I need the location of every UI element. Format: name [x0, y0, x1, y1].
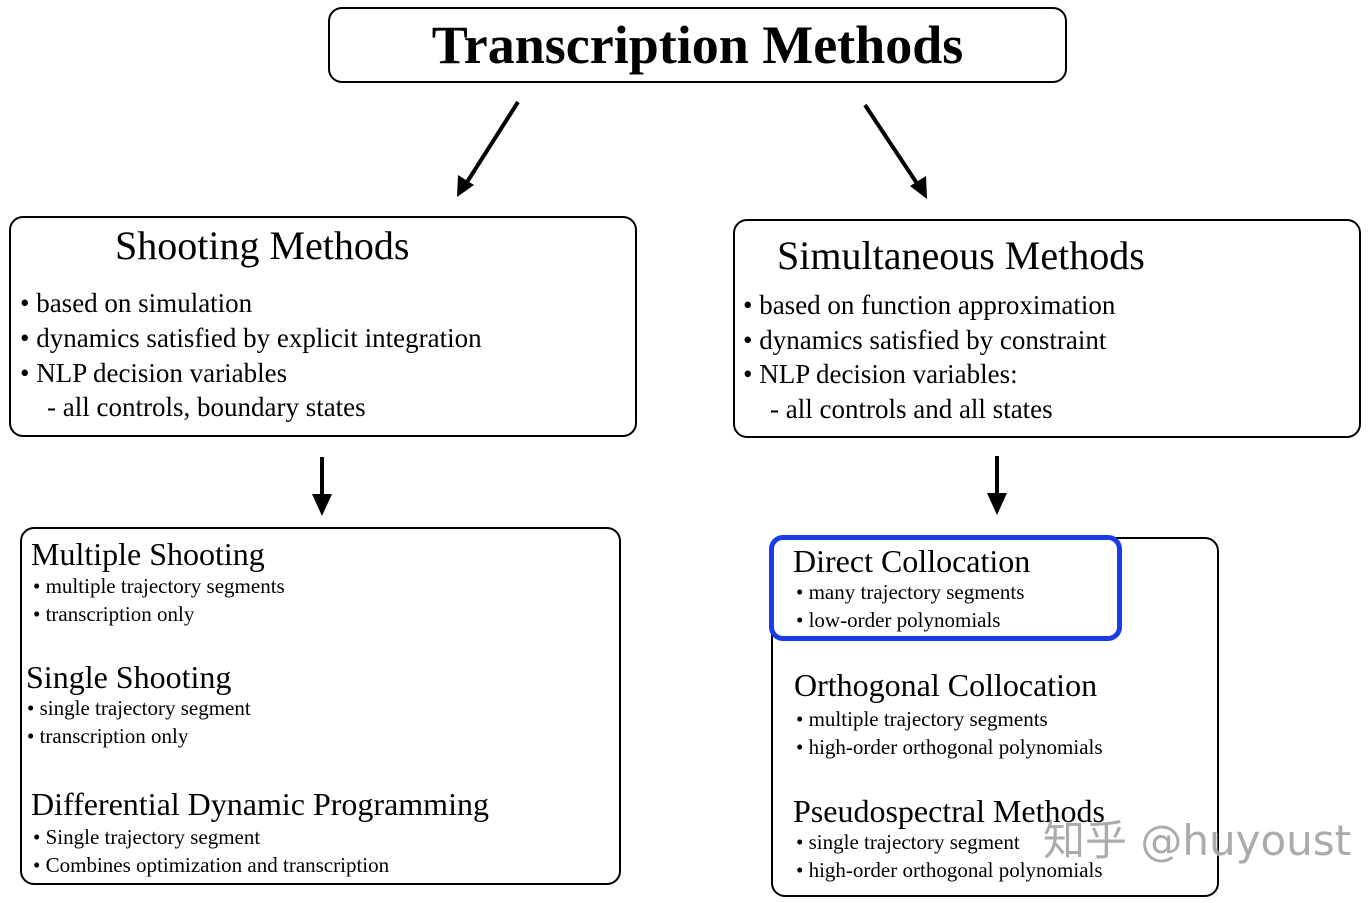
simultaneous-subbullet: - all controls and all states — [770, 394, 1053, 424]
bullet: • low-order polynomials — [796, 608, 1001, 632]
bullet: • high-order orthogonal polynomials — [796, 735, 1103, 759]
shooting-bullet: • dynamics satisfied by explicit integra… — [20, 323, 482, 353]
bullet: • single trajectory segment — [796, 830, 1020, 854]
multiple-shooting-title: Multiple Shooting — [31, 536, 265, 572]
shooting-bullet: • based on simulation — [20, 288, 253, 318]
shooting-bullet: • NLP decision variables — [20, 358, 288, 388]
bullet: • single trajectory segment — [27, 696, 251, 720]
arrowhead — [987, 493, 1007, 515]
shooting-subbullet: - all controls, boundary states — [47, 392, 366, 422]
orthogonal-collocation-title: Orthogonal Collocation — [794, 667, 1098, 703]
simultaneous-types-box — [771, 537, 1219, 897]
simultaneous-bullet: • NLP decision variables: — [743, 359, 1018, 389]
arrowhead — [910, 176, 927, 199]
pseudospectral-title: Pseudospectral Methods — [793, 793, 1105, 829]
simultaneous-title: Simultaneous Methods — [777, 233, 1145, 278]
shooting-title: Shooting Methods — [115, 223, 410, 268]
shooting-types-box — [20, 527, 621, 885]
simultaneous-bullet: • dynamics satisfied by constraint — [743, 325, 1107, 355]
bullet: • high-order orthogonal polynomials — [796, 858, 1103, 882]
arrowhead — [457, 175, 474, 197]
direct-collocation-title: Direct Collocation — [793, 543, 1031, 579]
watermark: 知乎 @huyoust — [1043, 816, 1352, 865]
bullet: • many trajectory segments — [796, 580, 1025, 604]
simultaneous-bullet: • based on function approximation — [743, 290, 1116, 320]
bullet: • multiple trajectory segments — [33, 574, 285, 598]
bullet: • multiple trajectory segments — [796, 707, 1048, 731]
bullet: • Single trajectory segment — [33, 825, 261, 849]
direct-collocation-highlight — [769, 535, 1122, 641]
bullet: • transcription only — [33, 602, 195, 626]
single-shooting-title: Single Shooting — [26, 659, 232, 695]
simultaneous-methods-box — [733, 219, 1361, 438]
bullet: • Combines optimization and transcriptio… — [33, 853, 390, 877]
title-box — [328, 7, 1067, 83]
arrowhead — [312, 494, 332, 516]
arrow-to-simultaneous — [863, 103, 924, 193]
diagram-title: Transcription Methods — [431, 15, 964, 75]
bullet: • transcription only — [27, 724, 189, 748]
shooting-methods-box — [9, 216, 637, 437]
arrow-to-shooting — [460, 100, 520, 192]
ddp-title: Differential Dynamic Programming — [31, 786, 489, 822]
